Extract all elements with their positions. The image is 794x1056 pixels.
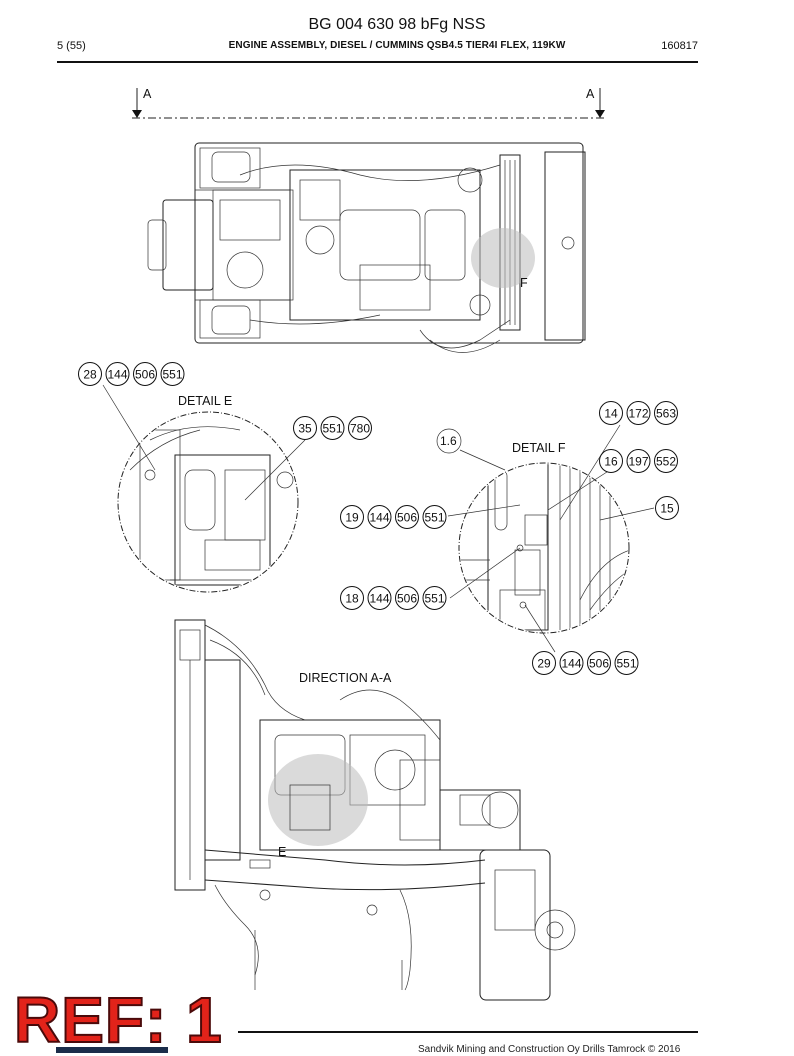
callout-number: 551 (616, 656, 636, 670)
callout-bubble (293, 416, 317, 440)
footer-copyright: Sandvik Mining and Construction Oy Drill… (418, 1044, 681, 1055)
callout-number: 35 (298, 421, 312, 435)
callout-number: 15 (660, 501, 674, 515)
detail-e-view: DETAIL E (102, 384, 306, 593)
callout-bubble (348, 416, 372, 440)
callout-bubble (626, 401, 651, 425)
callout-bubble (654, 401, 678, 425)
callout-number: 144 (561, 656, 581, 670)
callout-bubble (340, 586, 364, 610)
document-date: 160817 (661, 40, 698, 52)
section-mark-right: A (586, 87, 595, 101)
detail-e-marker: E (278, 845, 286, 859)
callout-bubble (78, 362, 102, 386)
section-line-a-a: A A (132, 87, 606, 119)
callout-bubble (160, 362, 185, 386)
stamp-underbar (56, 1047, 168, 1053)
callout-number: 506 (397, 510, 417, 524)
callout-number: 780 (350, 421, 370, 435)
dimension-label: 1.6 (440, 434, 457, 448)
callout-number: 552 (656, 454, 676, 468)
detail-f-title: DETAIL F (512, 441, 566, 455)
callout-number: 144 (369, 510, 389, 524)
callout-number: 14 (604, 406, 618, 420)
page-number: 5 (55) (57, 40, 86, 52)
callout-bubble (626, 449, 651, 473)
callout-number: 506 (589, 656, 609, 670)
detail-f-marker: F (520, 276, 528, 290)
detail-e-title: DETAIL E (178, 394, 232, 408)
callout-bubble (422, 505, 447, 529)
callout-number: 28 (83, 367, 97, 381)
callout-number: 551 (424, 510, 444, 524)
callout-number: 197 (628, 454, 648, 468)
callout-bubble (587, 651, 611, 675)
callout-number: 506 (397, 591, 417, 605)
header-rule (57, 61, 698, 63)
callout-number: 506 (135, 367, 155, 381)
callout-bubble (655, 496, 679, 520)
callout-bubble (105, 362, 130, 386)
callout-bubble (599, 401, 623, 425)
callout-bubble (395, 586, 419, 610)
direction-a-a-title: DIRECTION A-A (299, 671, 392, 685)
section-mark-left: A (143, 87, 152, 101)
callout-bubble (133, 362, 157, 386)
callout-bubble (395, 505, 419, 529)
detail-f-view: DETAIL F 1.6 (436, 424, 655, 653)
callout-number: 551 (162, 367, 182, 381)
callout-bubble (614, 651, 639, 675)
ref-stamp: REF: 1 (13, 984, 223, 1056)
callout-number: 16 (604, 454, 618, 468)
callout-bubble (599, 449, 623, 473)
document-title: BG 004 630 98 bFg NSS (308, 16, 486, 33)
footer-rule (238, 1031, 698, 1033)
document-subtitle: ENGINE ASSEMBLY, DIESEL / CUMMINS QSB4.5… (228, 40, 566, 51)
callout-number: 29 (537, 656, 551, 670)
callout-bubble (320, 416, 345, 440)
callout-number: 551 (424, 591, 444, 605)
engine-side-view: DIRECTION A-A E (174, 619, 576, 1001)
engine-top-view: F (147, 142, 586, 353)
callout-bubble (654, 449, 678, 473)
callout-number: 172 (628, 406, 648, 420)
callout-bubble (367, 586, 392, 610)
callout-bubbles: 28 144 506 551 35 551 780 14 172 563 16 197 552 15 19 1… (78, 362, 679, 675)
callout-bubble (559, 651, 584, 675)
callout-bubble (367, 505, 392, 529)
callout-number: 18 (345, 591, 359, 605)
callout-number: 551 (322, 421, 342, 435)
callout-number: 563 (656, 406, 676, 420)
callout-number: 19 (345, 510, 359, 524)
callout-bubble (532, 651, 556, 675)
callout-number: 144 (369, 591, 389, 605)
callout-bubble (340, 505, 364, 529)
callout-number: 144 (107, 367, 127, 381)
callout-bubble (422, 586, 447, 610)
